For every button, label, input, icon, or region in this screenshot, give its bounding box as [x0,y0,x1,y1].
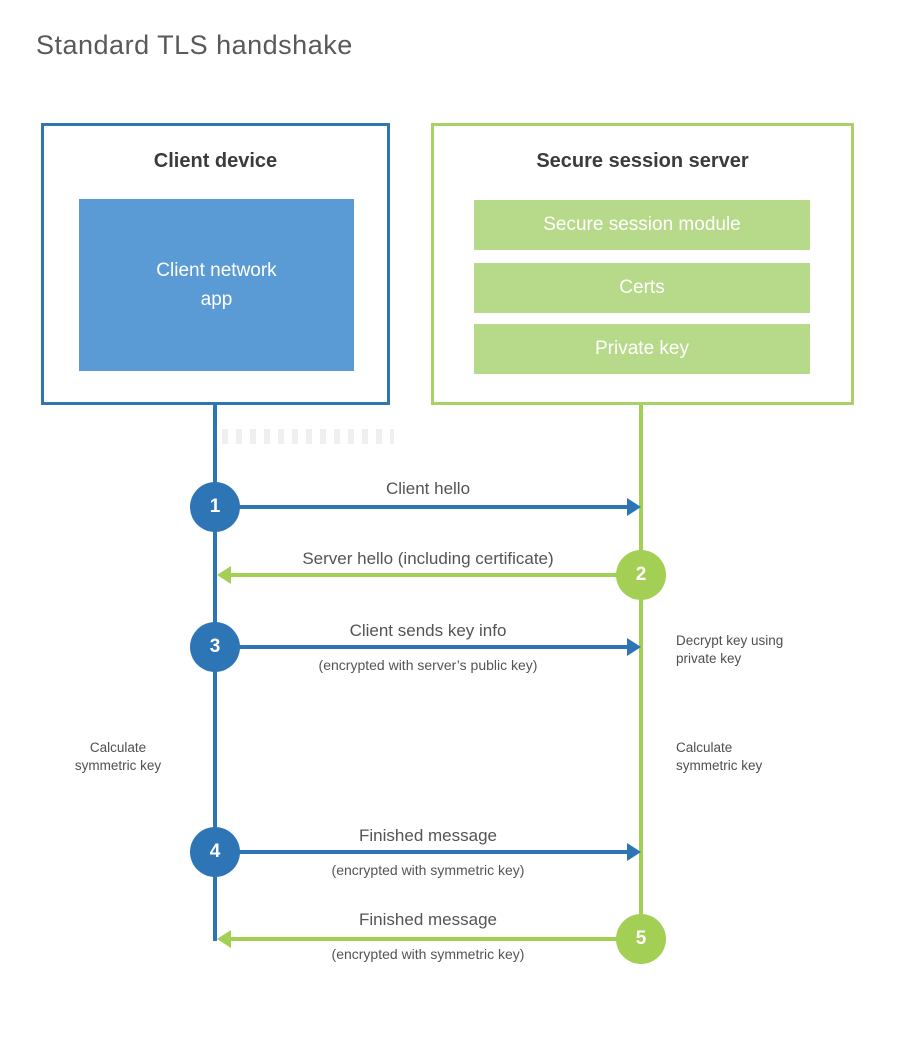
step4-sublabel: (encrypted with symmetric key) [331,862,525,878]
server-module-secure-session: Secure session module [474,200,810,250]
step3-label: Client sends key info [349,621,507,640]
client-box-title: Client device [153,150,278,172]
client-lifeline [213,405,217,941]
step5-sublabel: (encrypted with symmetric key) [331,946,525,962]
client-device-box: Client device Client network app [41,123,390,405]
faint-dashed-marks [222,429,394,444]
step5-arrowhead-icon [217,930,231,948]
step1-arrowhead-icon [627,498,641,516]
calculate-symmetric-key-note-server: Calculate symmetric key [676,740,763,773]
server-box-title: Secure session server [536,150,749,172]
step2-arrowhead-icon [217,566,231,584]
step1-circle: 1 [190,482,240,532]
step4-circle: 4 [190,827,240,877]
step3-circle: 3 [190,622,240,672]
step4-arrowhead-icon [627,843,641,861]
calculate-symmetric-key-note-client: Calculate symmetric key [74,740,162,773]
step1-arrow-line [238,505,627,509]
server-lifeline [639,405,643,939]
client-network-app-box: Client network app [79,199,354,371]
step2-arrow-line [231,573,618,577]
step3-arrowhead-icon [627,638,641,656]
step5-label: Finished message [359,910,497,929]
page-title: Standard TLS handshake [36,30,353,60]
step5-circle: 5 [616,914,666,964]
secure-session-server-box: Secure session server Secure session mod… [431,123,854,405]
step2-circle: 2 [616,550,666,600]
step4-arrow-line [238,850,627,854]
step3-sublabel: (encrypted with server’s public key) [318,657,538,673]
step2-label: Server hello (including certificate) [302,549,554,568]
step1-label: Client hello [385,479,471,498]
step4-label: Finished message [359,826,497,845]
step5-arrow-line [231,937,618,941]
server-module-certs: Certs [474,263,810,313]
server-module-private-key: Private key [474,324,810,374]
step3-arrow-line [238,645,627,649]
decrypt-key-note: Decrypt key using private key [676,633,784,666]
